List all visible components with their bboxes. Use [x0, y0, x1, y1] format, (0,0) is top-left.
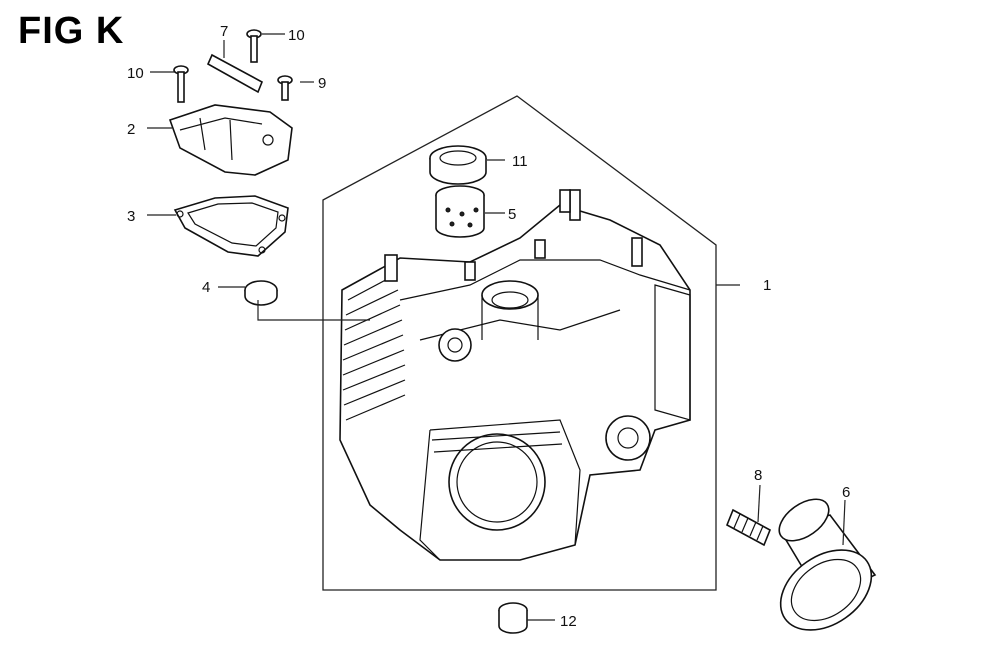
crankcase-part-1	[339, 189, 691, 561]
callout-2: 2	[127, 121, 135, 138]
callout-12: 12	[560, 613, 577, 630]
bracket-part-7	[206, 53, 264, 94]
callout-11: 11	[512, 153, 528, 170]
bolt-part-10-upper	[246, 29, 262, 63]
bearing-part-5	[435, 185, 485, 238]
breather-cover-part-2	[168, 104, 293, 176]
callout-9: 9	[318, 75, 326, 92]
callout-7: 7	[220, 23, 228, 40]
filter-nipple-part-8	[725, 508, 772, 547]
callout-3: 3	[127, 208, 135, 225]
callout-6: 6	[842, 484, 850, 501]
callout-8: 8	[754, 467, 762, 484]
callout-1: 1	[763, 277, 771, 294]
breather-gasket-part-3	[173, 195, 289, 257]
drain-plug-part-12	[498, 602, 528, 634]
plug-part-4	[244, 280, 278, 306]
assembly-boundary	[322, 95, 717, 591]
callout-labels: 1 2 3 4 5 6 7 8 9 10 10 11 12	[127, 23, 850, 630]
oil-seal-part-11	[429, 145, 487, 185]
oil-filter-part-6	[778, 498, 877, 631]
figure-title: FIG K	[18, 10, 125, 52]
bolt-part-10-left	[173, 65, 189, 103]
callout-10-left: 10	[127, 65, 144, 82]
leader-lines	[147, 33, 846, 621]
callout-10-upper: 10	[288, 27, 305, 44]
callout-4: 4	[202, 279, 210, 296]
callout-5: 5	[508, 206, 516, 223]
bolt-part-9	[277, 75, 293, 101]
